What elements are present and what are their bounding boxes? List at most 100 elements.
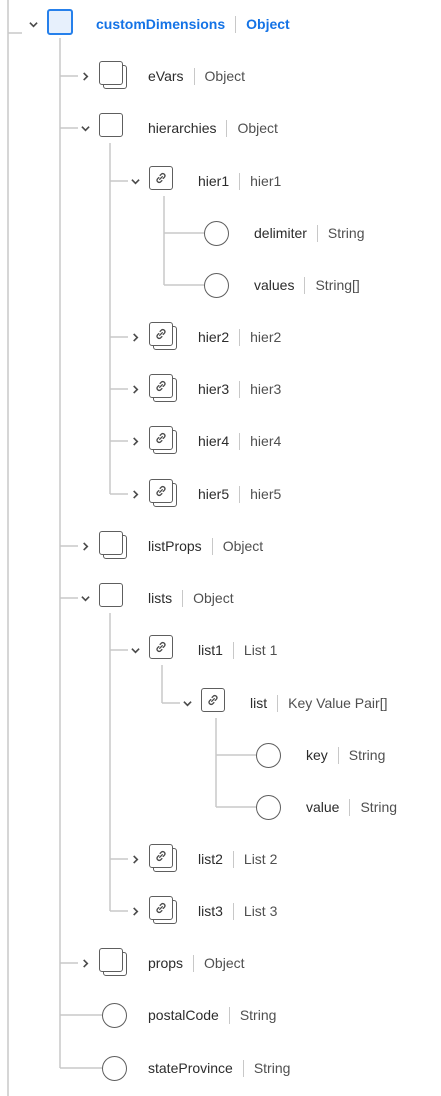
tree-node-hier3[interactable]: hier3 hier3	[128, 374, 281, 404]
object-icon	[99, 948, 129, 978]
field-type: String	[253, 1060, 291, 1076]
field-name[interactable]: list2	[198, 851, 223, 867]
field-name[interactable]: hierarchies	[148, 120, 217, 136]
chevron-right-icon[interactable]	[78, 68, 92, 84]
divider	[337, 746, 339, 764]
divider	[226, 119, 228, 137]
chevron-down-icon[interactable]	[78, 120, 92, 136]
chevron-right-icon[interactable]	[128, 486, 142, 502]
tree-node-values[interactable]: values String[]	[204, 270, 360, 300]
chevron-down-icon[interactable]	[78, 590, 92, 606]
divider	[232, 641, 234, 659]
field-circle-icon	[204, 220, 229, 246]
object-icon	[99, 113, 129, 143]
field-name[interactable]: list3	[198, 903, 223, 919]
chevron-down-icon[interactable]	[128, 173, 142, 189]
tree-node-list1[interactable]: list1 List 1	[128, 635, 277, 665]
divider	[235, 15, 237, 33]
field-name[interactable]: customDimensions	[96, 16, 226, 32]
chevron-down-icon[interactable]	[180, 695, 194, 711]
tree-node-stateProvince[interactable]: stateProvince String	[102, 1053, 290, 1083]
tree-node-list[interactable]: list Key Value Pair[]	[180, 688, 387, 718]
field-name[interactable]: key	[306, 747, 328, 763]
tree-node-list3[interactable]: list3 List 3	[128, 896, 277, 926]
object-icon	[99, 583, 129, 613]
divider	[232, 902, 234, 920]
field-type: Object	[193, 590, 234, 606]
object-icon	[47, 9, 77, 39]
link-icon	[149, 635, 179, 665]
divider	[228, 1006, 230, 1024]
chevron-down-icon[interactable]	[128, 642, 142, 658]
field-name[interactable]: hier2	[198, 329, 230, 345]
tree-node-customDimensions[interactable]: customDimensions Object	[26, 9, 290, 39]
field-name[interactable]: postalCode	[148, 1007, 219, 1023]
link-icon	[149, 479, 179, 509]
field-name[interactable]: values	[254, 277, 295, 293]
chevron-right-icon[interactable]	[128, 381, 142, 397]
tree-node-key[interactable]: key String	[256, 740, 385, 770]
field-type: List 1	[243, 642, 278, 658]
field-type: hier5	[250, 486, 282, 502]
field-name[interactable]: stateProvince	[148, 1060, 233, 1076]
divider	[304, 276, 306, 294]
tree-node-listProps[interactable]: listProps Object	[78, 531, 263, 561]
field-name[interactable]: delimiter	[254, 225, 307, 241]
link-icon	[149, 322, 179, 352]
divider	[239, 380, 241, 398]
tree-node-delimiter[interactable]: delimiter String	[204, 218, 364, 248]
field-circle-icon	[256, 742, 281, 768]
chevron-down-icon[interactable]	[26, 16, 40, 32]
link-icon	[149, 374, 179, 404]
field-type: List 2	[243, 851, 278, 867]
link-icon	[149, 166, 179, 196]
link-icon	[149, 426, 179, 456]
divider	[193, 954, 195, 972]
tree-node-value[interactable]: value String	[256, 792, 397, 822]
field-name[interactable]: lists	[148, 590, 173, 606]
tree-node-hier4[interactable]: hier4 hier4	[128, 426, 281, 456]
field-type: String[]	[315, 277, 360, 293]
field-name[interactable]: eVars	[148, 68, 184, 84]
field-name[interactable]: value	[306, 799, 340, 815]
field-type: String	[348, 747, 386, 763]
chevron-right-icon[interactable]	[128, 329, 142, 345]
link-icon	[201, 688, 231, 718]
tree-node-eVars[interactable]: eVars Object	[78, 61, 245, 91]
tree-node-postalCode[interactable]: postalCode String	[102, 1000, 276, 1030]
tree-node-hier2[interactable]: hier2 hier2	[128, 322, 281, 352]
divider	[193, 67, 195, 85]
field-name[interactable]: hier1	[198, 173, 230, 189]
field-type: Object	[204, 955, 245, 971]
divider	[316, 224, 318, 242]
field-type: Object	[237, 120, 278, 136]
field-name[interactable]: props	[148, 955, 184, 971]
divider	[277, 694, 279, 712]
tree-node-list2[interactable]: list2 List 2	[128, 844, 277, 874]
tree-node-hier1[interactable]: hier1 hier1	[128, 166, 281, 196]
chevron-right-icon[interactable]	[78, 955, 92, 971]
chevron-right-icon[interactable]	[128, 903, 142, 919]
field-name[interactable]: hier4	[198, 433, 230, 449]
field-name[interactable]: hier3	[198, 381, 230, 397]
chevron-right-icon[interactable]	[78, 538, 92, 554]
field-type: Object	[204, 68, 246, 84]
field-circle-icon	[256, 794, 281, 820]
chevron-right-icon[interactable]	[128, 433, 142, 449]
field-name[interactable]: listProps	[148, 538, 202, 554]
tree-node-props[interactable]: props Object	[78, 948, 245, 978]
divider	[239, 485, 241, 503]
link-icon	[149, 896, 179, 926]
field-name[interactable]: list	[250, 695, 268, 711]
chevron-right-icon[interactable]	[128, 851, 142, 867]
field-name[interactable]: hier5	[198, 486, 230, 502]
tree-node-hier5[interactable]: hier5 hier5	[128, 479, 281, 509]
tree-node-hierarchies[interactable]: hierarchies Object	[78, 113, 278, 143]
field-type: Object	[222, 538, 264, 554]
field-type: Object	[246, 16, 290, 32]
tree-node-lists[interactable]: lists Object	[78, 583, 234, 613]
field-name[interactable]: list1	[198, 642, 223, 658]
link-icon	[149, 844, 179, 874]
field-type: hier4	[250, 433, 282, 449]
